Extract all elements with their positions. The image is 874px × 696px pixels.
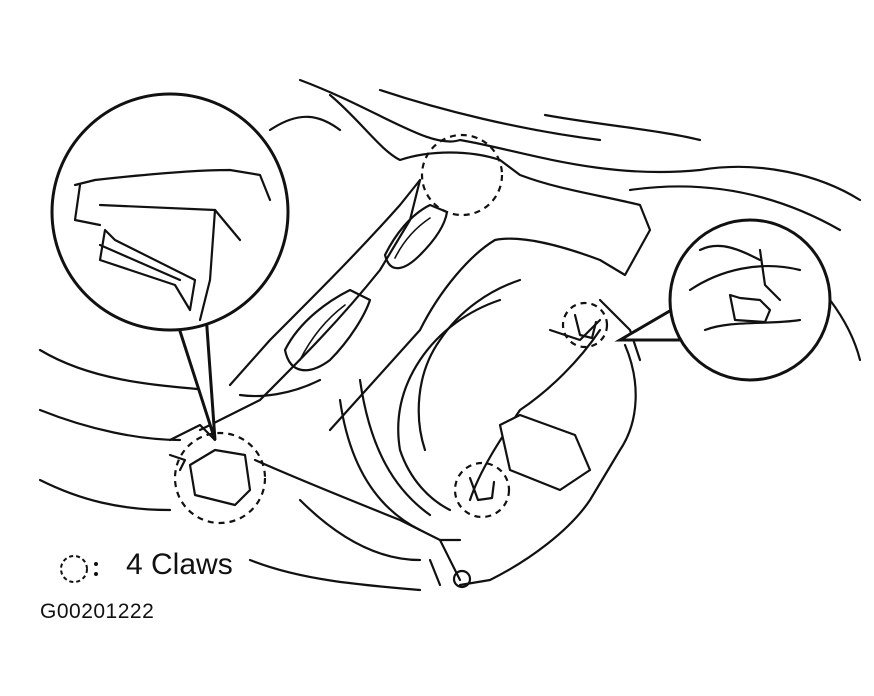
figure-id: G00201222 <box>40 600 155 623</box>
claw-markers <box>173 133 609 525</box>
callout-left <box>50 92 290 441</box>
claw-marker-middle <box>453 461 511 519</box>
console-body <box>198 93 652 589</box>
claw-marker-top <box>420 133 504 217</box>
legend-label: 4 Claws <box>126 548 233 581</box>
callout-right <box>614 218 832 382</box>
legend-dashed-circle-icon <box>60 555 98 583</box>
claw-marker-left <box>173 431 267 525</box>
dashboard-outline <box>38 78 862 592</box>
claw-left <box>168 423 252 507</box>
center-vents <box>283 203 449 372</box>
claw-marker-right <box>561 301 609 349</box>
small-claws <box>468 313 598 502</box>
